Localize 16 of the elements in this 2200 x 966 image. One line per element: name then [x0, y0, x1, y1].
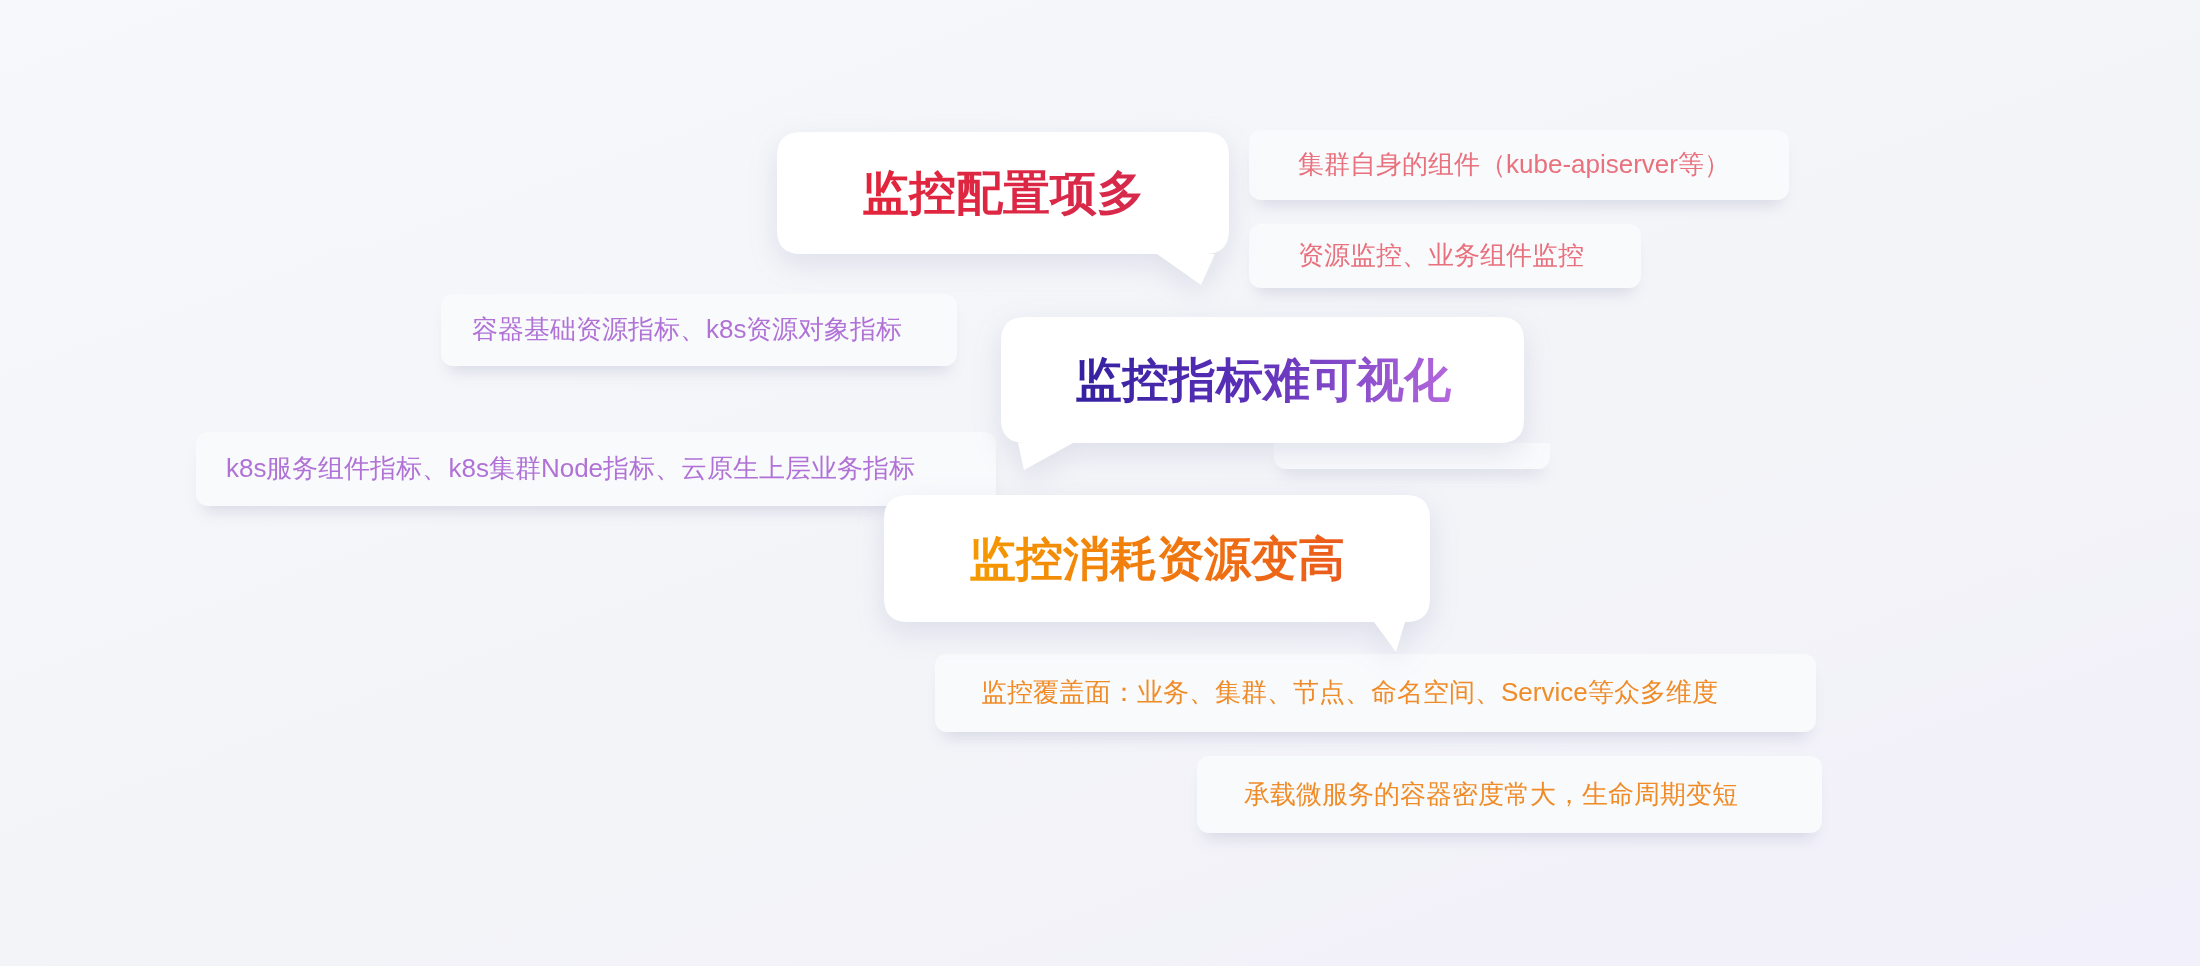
note-card [196, 432, 996, 506]
speech-bubble [884, 495, 1430, 652]
speech-bubble [1001, 317, 1524, 470]
note-card [1197, 756, 1822, 833]
detail-text: k8s服务组件指标、k8s集群Node指标、云原生上层业务指标 [226, 453, 916, 485]
note-card [1249, 224, 1641, 288]
detail-text: 集群自身的组件（kube-apiserver等） [1298, 149, 1730, 181]
note-card [1274, 443, 1550, 469]
detail-text: 容器基础资源指标、k8s资源对象指标 [472, 314, 903, 346]
detail-text: 承载微服务的容器密度常大，生命周期变短 [1244, 778, 1738, 811]
speech-bubble [777, 132, 1229, 285]
detail-text: 资源监控、业务组件监控 [1298, 240, 1584, 272]
note-card [441, 294, 957, 366]
detail-text: 监控覆盖面：业务、集群、节点、命名空间、Service等众多维度 [981, 677, 1718, 709]
note-card [935, 654, 1816, 732]
note-card [1249, 130, 1789, 200]
